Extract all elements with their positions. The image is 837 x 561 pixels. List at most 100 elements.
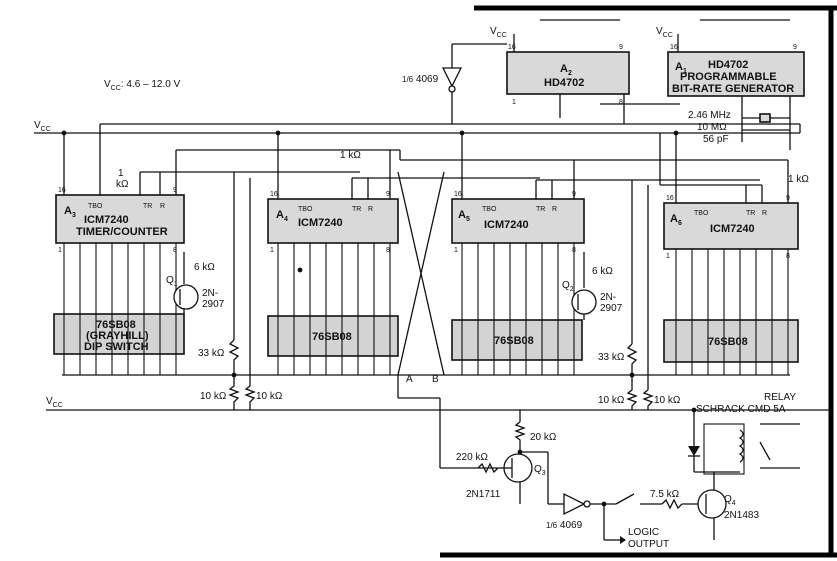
svg-text:TBO: TBO: [482, 206, 497, 213]
r-1k-a4-label: 1 kΩ: [340, 150, 361, 161]
svg-text:16: 16: [454, 191, 462, 198]
vcc-label-top: VCC: [34, 120, 51, 133]
chip-a1-name: HD4702: [708, 59, 748, 71]
svg-text:TBO: TBO: [694, 210, 709, 217]
chip-a3-ref: A3: [64, 205, 76, 219]
q1-ref: Q1: [166, 275, 178, 288]
crystal-cap: 56 pF: [703, 134, 729, 145]
r-33k-left-label: 33 kΩ: [198, 348, 225, 359]
dip-switch-1: 76SB08 (GRAYHILL) DIP SWITCH: [53, 313, 185, 355]
chip-a2-name: HD4702: [544, 77, 584, 89]
transistor-q4: 7.5 kΩ Q4 2N1483: [615, 472, 759, 540]
chip-supply-wires: [63, 124, 789, 203]
vcc-label-a1: VCC: [656, 26, 673, 39]
svg-text:76SB08: 76SB08: [96, 319, 136, 331]
svg-text:16: 16: [666, 195, 674, 202]
crossover-line-2: [397, 171, 445, 376]
svg-text:7.5 kΩ: 7.5 kΩ: [650, 489, 680, 500]
svg-text:16: 16: [58, 187, 66, 194]
chip-a4: 16 9 1 8 A4 TBO TR R ICM7240: [267, 191, 399, 254]
transistor-q1: Q1 2N- 2907: [166, 252, 225, 314]
svg-text:76SB08: 76SB08: [708, 336, 748, 348]
inverter-top: 1/6 4069: [402, 43, 507, 124]
r-10k-r1-label: 10 kΩ: [598, 395, 625, 406]
dip-switch-2: 76SB08: [267, 315, 399, 357]
svg-text:TR: TR: [746, 210, 755, 217]
junction-dots: [61, 130, 697, 507]
chip-a4-name: ICM7240: [298, 217, 343, 229]
q2-ref: Q2: [562, 280, 574, 293]
r-10k-l2-label: 10 kΩ: [256, 391, 283, 402]
crystal-freq: 2.46 MHz: [688, 110, 731, 121]
node-a-label: A: [406, 374, 413, 385]
dip-switch-3: 76SB08: [451, 319, 583, 361]
svg-text:76SB08: 76SB08: [494, 335, 534, 347]
chip-a3: 16 9 1 8 A3 TBO TR R ICM7240 TIMER/COUNT…: [55, 187, 185, 254]
relay-label-1: RELAY: [764, 392, 796, 403]
svg-text:8: 8: [173, 247, 177, 254]
svg-text:R: R: [160, 203, 165, 210]
chip-a5-ref: A5: [458, 209, 470, 223]
svg-text:16: 16: [508, 44, 516, 51]
chip-a2-ref: A2: [560, 63, 572, 77]
svg-text:2907: 2907: [600, 303, 623, 314]
inverter-bottom-label: 1/6 4069: [546, 520, 583, 531]
transistor-q3: 20 kΩ 220 kΩ Q3 2N1711: [456, 410, 557, 504]
svg-text:20 kΩ: 20 kΩ: [530, 432, 557, 443]
chip-a3-name: ICM7240: [84, 214, 129, 226]
svg-text:1: 1: [270, 247, 274, 254]
chip-a1-desc2: BIT-RATE GENERATOR: [672, 83, 794, 95]
chip-a1: 16 9 A1 HD4702 PROGRAMMABLE BIT-RATE GEN…: [667, 44, 805, 97]
inverter-bottom: 1/6 4069 LOGIC OUTPUT: [546, 492, 669, 550]
svg-text:TR: TR: [143, 203, 152, 210]
supply-range-label: VCC: 4.6 – 12.0 V: [104, 79, 181, 92]
svg-text:TBO: TBO: [88, 203, 103, 210]
relay: RELAY SCHRACK CMD 5A: [688, 392, 800, 475]
svg-text:1: 1: [58, 247, 62, 254]
svg-text:1: 1: [454, 247, 458, 254]
svg-text:8: 8: [386, 247, 390, 254]
svg-text:TR: TR: [352, 206, 361, 213]
svg-text:1: 1: [666, 253, 670, 260]
svg-text:TR: TR: [536, 206, 545, 213]
logic-output-line2: OUTPUT: [628, 539, 669, 550]
r-6k-q1-label: 6 kΩ: [194, 262, 215, 273]
svg-text:2N-: 2N-: [600, 292, 616, 303]
svg-text:76SB08: 76SB08: [312, 331, 352, 343]
svg-text:9: 9: [173, 187, 177, 194]
pull-down-resistors: [228, 172, 654, 410]
chip-a6-ref: A6: [670, 213, 682, 227]
vcc-label-a2: VCC: [490, 26, 507, 39]
svg-text:8: 8: [619, 99, 623, 106]
chip-a6-name: ICM7240: [710, 223, 755, 235]
svg-text:9: 9: [793, 44, 797, 51]
crystal-network: 2.46 MHz 10 MΩ 56 pF: [688, 96, 791, 150]
chip-a1-desc1: PROGRAMMABLE: [680, 71, 777, 83]
inverter-top-label: 1/6 4069: [402, 74, 439, 85]
chip-a2: 16 9 1 8 A2 HD4702: [506, 44, 630, 106]
svg-text:16: 16: [270, 191, 278, 198]
svg-text:9: 9: [619, 44, 623, 51]
chip-a6: 16 9 1 8 A6 TBO TR R ICM7240: [663, 195, 799, 260]
q4-ref: Q4: [724, 494, 736, 507]
chip-a3-desc: TIMER/COUNTER: [76, 226, 168, 238]
svg-text:1: 1: [512, 99, 516, 106]
vcc-label-bottom: VCC: [46, 396, 63, 409]
r-6k-q2-label: 6 kΩ: [592, 266, 613, 277]
r-10k-r2-label: 10 kΩ: [654, 395, 681, 406]
svg-text:2N-: 2N-: [202, 288, 218, 299]
svg-text:(GRAYHILL): (GRAYHILL): [86, 330, 149, 342]
svg-text:16: 16: [670, 44, 678, 51]
r-10k-l1-label: 10 kΩ: [200, 391, 227, 402]
svg-text:DIP SWITCH: DIP SWITCH: [84, 341, 149, 353]
chip-a5: 16 9 1 8 A5 TBO TR R ICM7240: [451, 191, 585, 254]
chip-a5-name: ICM7240: [484, 219, 529, 231]
svg-text:R: R: [552, 206, 557, 213]
relay-label-2: SCHRACK CMD 5A: [696, 404, 786, 415]
chip-a4-ref: A4: [276, 209, 288, 223]
svg-text:2N1483: 2N1483: [724, 510, 759, 521]
transistor-q2: Q2 2N- 2907: [562, 252, 623, 320]
svg-text:2907: 2907: [202, 299, 225, 310]
